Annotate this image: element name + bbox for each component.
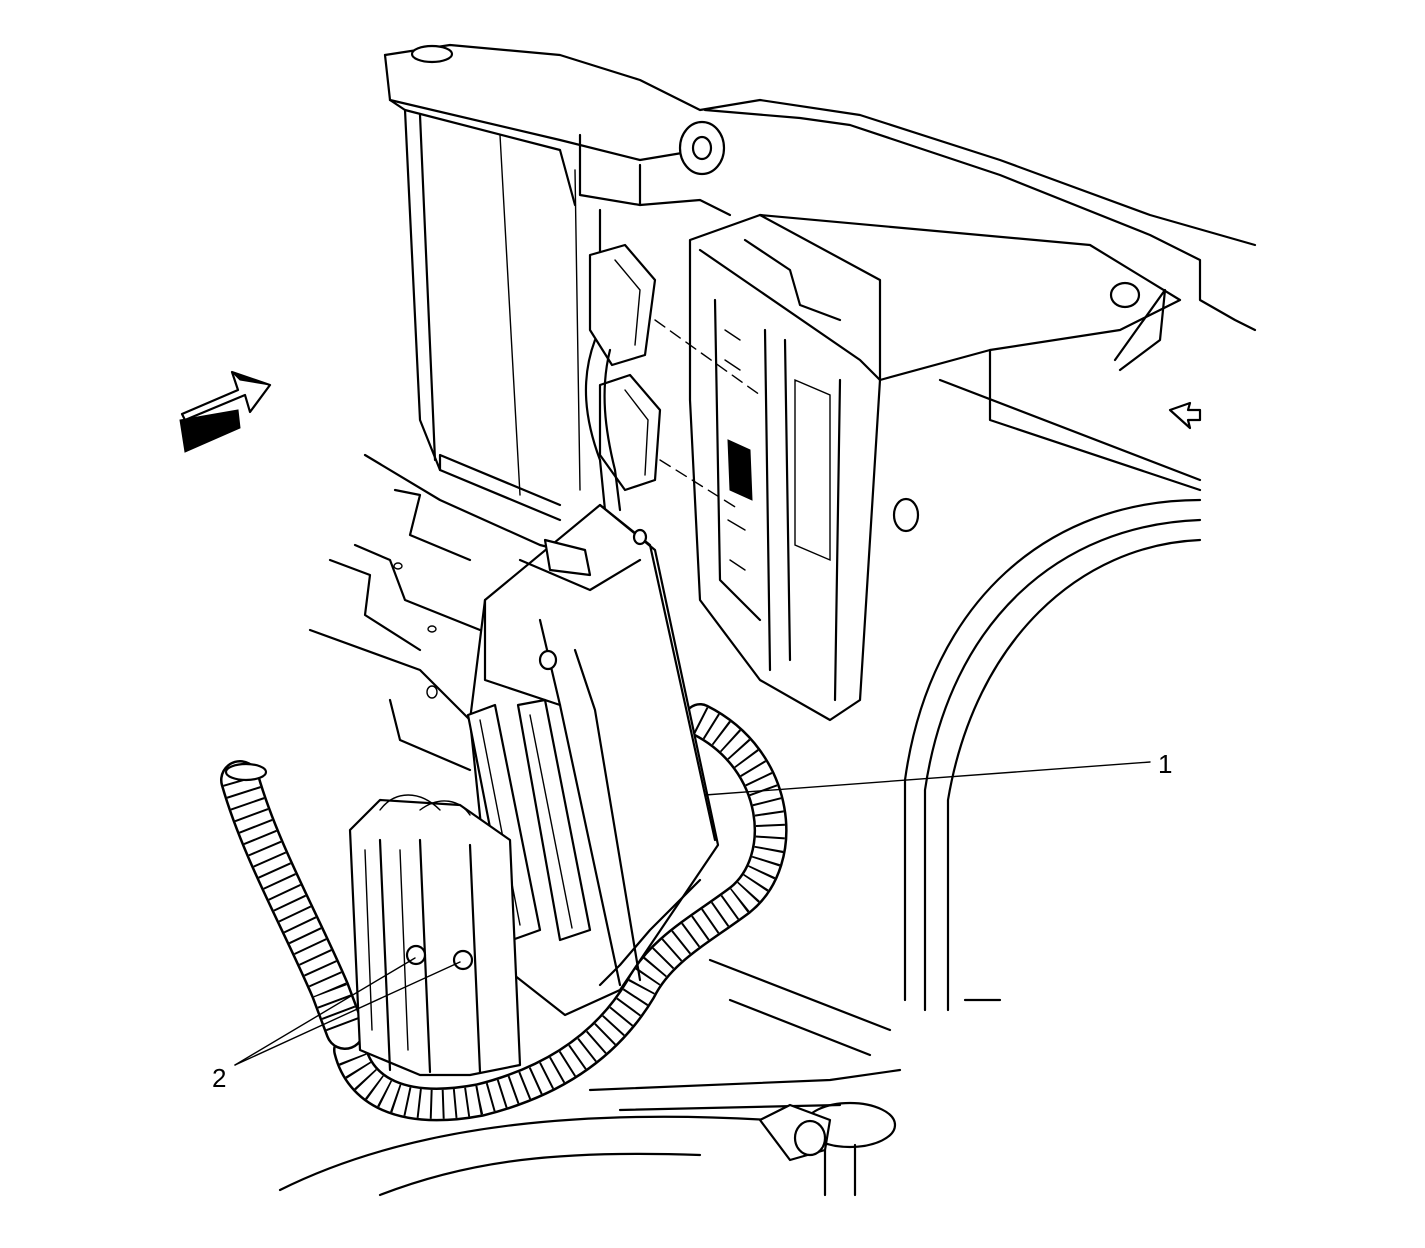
leader-lines [234, 761, 1151, 1066]
control-module [466, 503, 720, 1017]
left-pillar-panel [388, 98, 602, 522]
callout-2-label: 2 [212, 1063, 226, 1093]
rear-control-module [688, 213, 1202, 722]
harness-clip [758, 1101, 897, 1197]
wheelhouse [903, 498, 1202, 1012]
callout-1-label: 1 [1158, 749, 1172, 779]
floor-structure [278, 453, 902, 1197]
upper-harness-connectors [584, 243, 761, 512]
wiring-harness [220, 703, 788, 1122]
front-direction-arrow-icon [179, 370, 272, 453]
lower-connector-bracket [348, 794, 522, 1077]
upper-body-structure [383, 43, 1257, 332]
